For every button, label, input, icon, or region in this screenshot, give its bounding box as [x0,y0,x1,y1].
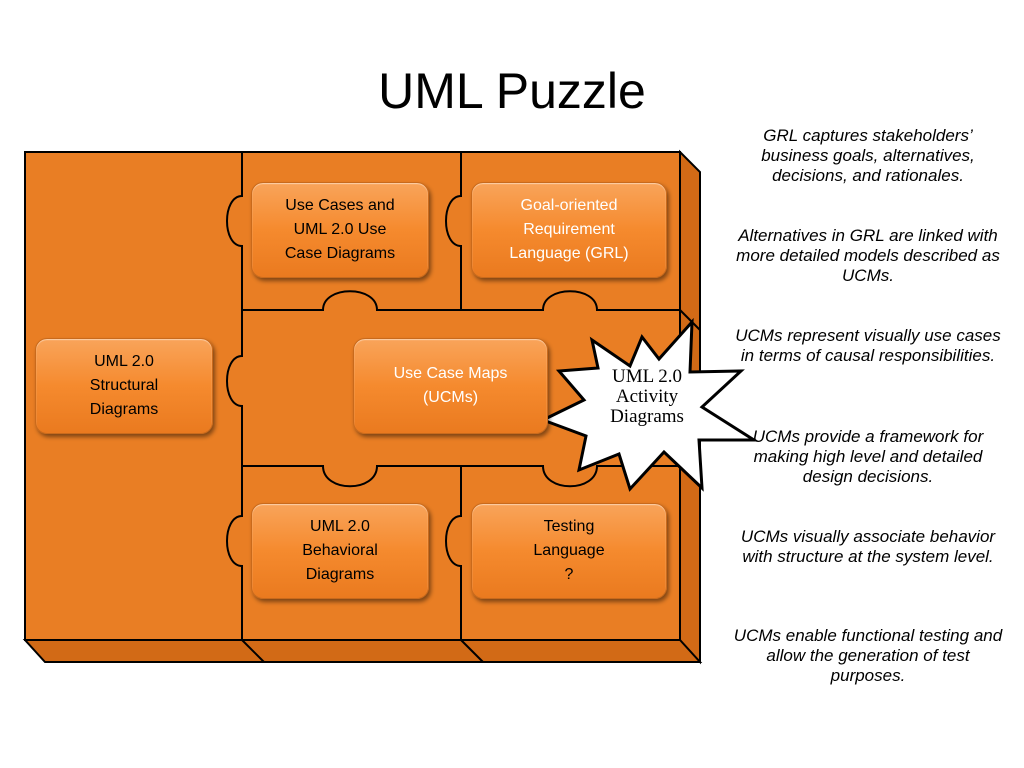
piece-use-case-diagrams: Use Cases and UML 2.0 Use Case Diagrams [251,182,429,278]
starburst-label: UML 2.0 Activity Diagrams [610,366,684,427]
piece-behavioral-diagrams: UML 2.0 Behavioral Diagrams [251,503,429,599]
puzzle-divider-bottom-middle [445,466,462,640]
activity-diagrams-starburst [539,317,760,492]
slide-title: UML Puzzle [378,63,646,119]
puzzle-divider-lower [242,465,680,488]
piece-testing-language: Testing Language ? [471,503,667,599]
puzzle-divider-left [226,152,243,640]
piece-structural-diagrams: UML 2.0 Structural Diagrams [35,338,213,434]
note-ucm-causal: UCMs represent visually use cases in ter… [735,326,1001,365]
piece-grl: Goal-oriented Requirement Language (GRL) [471,182,667,278]
piece-use-case-maps: Use Case Maps (UCMs) [353,338,548,434]
puzzle-divider-top-middle [445,152,462,310]
note-ucm-testing: UCMs enable functional testing and allow… [733,626,1003,685]
note-grl-alternatives: Alternatives in GRL are linked with more… [736,226,1000,285]
note-grl-goals: GRL captures stakeholders’ business goal… [761,126,975,185]
note-ucm-structure: UCMs visually associate behavior with st… [740,527,996,566]
puzzle-divider-upper [242,290,680,311]
puzzle-bottom-side [22,639,703,663]
note-ucm-framework: UCMs provide a framework for making high… [752,427,984,486]
